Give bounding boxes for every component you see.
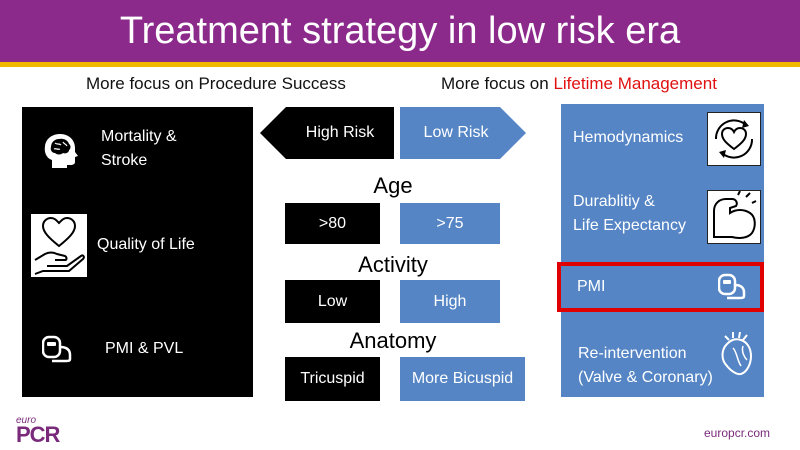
- row-label-activity: Activity: [358, 252, 428, 277]
- pacemaker-icon: [42, 335, 72, 363]
- subhead-prefix: More focus on: [441, 74, 554, 93]
- quality-of-life-label: Quality of Life: [97, 236, 195, 253]
- subhead-lifetime-management: More focus on Lifetime Management: [441, 74, 717, 94]
- logo-pcr-text: PCR: [16, 422, 60, 447]
- brain-head-icon: [44, 134, 78, 168]
- procedure-success-panel: Mortality & Stroke Quality of Life PMI &…: [22, 107, 253, 397]
- mortality-stroke-label: Mortality & Stroke: [101, 125, 177, 173]
- hemodynamics-label: Hemodynamics: [573, 129, 684, 146]
- heart-cycle-icon: [707, 112, 761, 166]
- anatomy-low-risk-value: More Bicuspid: [400, 357, 525, 401]
- durability-label: Durablitiy & Life Expectancy: [573, 190, 686, 238]
- high-risk-label: High Risk: [305, 124, 375, 141]
- title-underline: [0, 62, 800, 67]
- slide-title: Treatment strategy in low risk era: [119, 10, 681, 52]
- age-high-risk-value: >80: [285, 203, 380, 244]
- low-risk-arrow: [400, 107, 526, 159]
- lifetime-management-panel: Hemodynamics Durablitiy & Life Expectanc…: [561, 104, 764, 397]
- row-label-age: Age: [373, 173, 413, 198]
- pmi-pvl-label: PMI & PVL: [105, 340, 184, 357]
- high-risk-arrow: [260, 107, 394, 159]
- title-bar: [0, 0, 800, 62]
- reintervention-label: Re-intervention (Valve & Coronary): [578, 342, 713, 390]
- low-risk-label: Low Risk: [423, 124, 489, 141]
- activity-low-risk-value: High: [400, 280, 500, 323]
- durability-label-line2: Life Expectancy: [573, 217, 686, 234]
- reintervention-label-line1: Re-intervention: [578, 345, 687, 362]
- activity-high-risk-value: Low: [285, 280, 380, 323]
- footer-url[interactable]: europcr.com: [704, 426, 771, 440]
- pmi-highlight-frame: [557, 262, 764, 312]
- mortality-label-line1: Mortality &: [101, 128, 177, 145]
- subhead-procedure-success: More focus on Procedure Success: [86, 74, 346, 93]
- anatomy-high-risk-value: Tricuspid: [285, 357, 380, 401]
- row-label-anatomy: Anatomy: [349, 328, 437, 353]
- subhead-highlight: Lifetime Management: [553, 74, 717, 93]
- pmi-label: PMI: [577, 278, 606, 295]
- logo-euro-text: euro: [16, 415, 37, 426]
- pacemaker-icon: [718, 273, 746, 300]
- mortality-label-line2: Stroke: [101, 152, 148, 169]
- muscle-arm-icon: [707, 190, 761, 244]
- age-low-risk-value: >75: [400, 203, 500, 244]
- reintervention-label-line2: (Valve & Coronary): [578, 369, 713, 386]
- heart-hand-icon: [31, 214, 87, 277]
- durability-label-line1: Durablitiy &: [573, 193, 655, 210]
- anatomical-heart-icon: [721, 332, 753, 376]
